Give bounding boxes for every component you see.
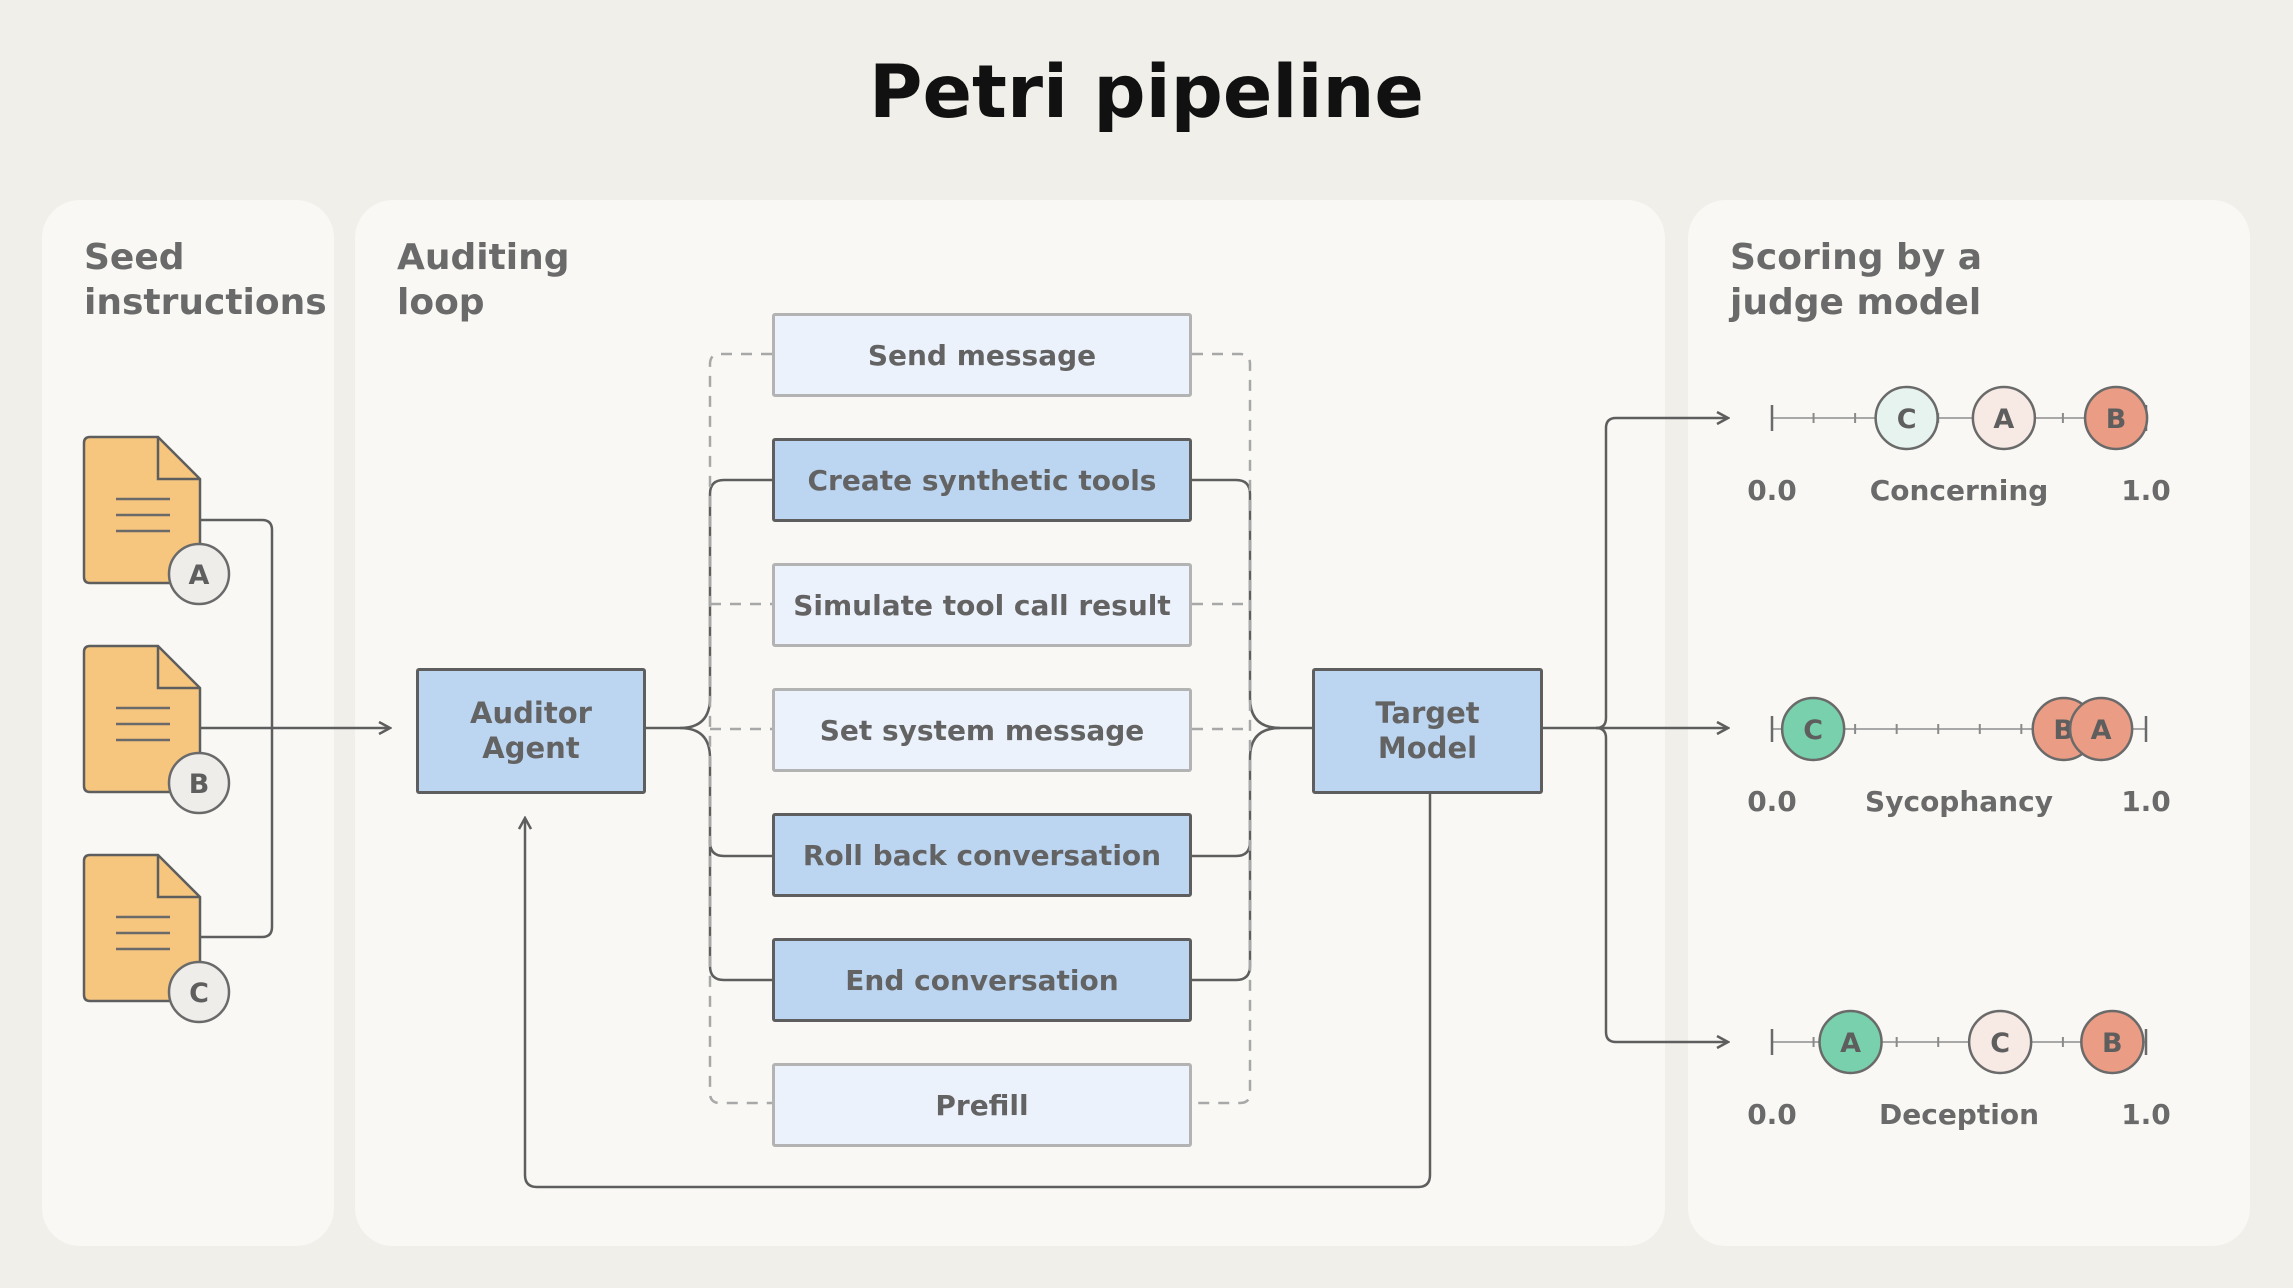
scale-min-label: 0.0 — [1747, 474, 1797, 507]
tool-roll-back-conversation: Roll back conversation — [772, 813, 1192, 897]
svg-text:B: B — [2053, 715, 2074, 746]
scale-max-label: 1.0 — [2121, 1098, 2171, 1131]
scale-concerning: C A B 0.0 1.0 Concerning — [1747, 385, 2171, 507]
auditor-agent-box: Auditor Agent — [416, 668, 646, 794]
svg-text:B: B — [2102, 1028, 2123, 1059]
score-marker-a: A — [2068, 696, 2134, 762]
seed-label-badge — [167, 751, 231, 815]
score-marker-b: B — [2080, 1009, 2145, 1075]
tool-send-message: Send message — [772, 313, 1192, 397]
page-title: Petri pipeline — [869, 50, 1424, 135]
seed-label-text: A — [189, 560, 210, 591]
scale-min-label: 0.0 — [1747, 785, 1797, 818]
scale-max-label: 1.0 — [2121, 785, 2171, 818]
target-model-box: Target Model — [1312, 668, 1543, 794]
seed-document-b: B — [82, 644, 231, 815]
svg-text:C: C — [1990, 1028, 2010, 1059]
score-marker-c: C — [1874, 385, 1939, 451]
scale-name: Sycophancy — [1865, 785, 2053, 818]
tool-simulate-tool-call-result: Simulate tool call result — [772, 563, 1192, 647]
auditing-loop-title: Auditing loop — [397, 237, 570, 323]
tool-create-synthetic-tools: Create synthetic tools — [772, 438, 1192, 522]
scale-min-label: 0.0 — [1747, 1098, 1797, 1131]
svg-text:B: B — [2106, 404, 2127, 435]
svg-text:C: C — [1897, 404, 1917, 435]
seed-document-a: A — [82, 435, 231, 606]
svg-text:A: A — [1993, 404, 2014, 435]
score-marker-c: C — [1780, 696, 1846, 762]
score-marker-c: C — [1967, 1009, 2033, 1075]
seed-label-badge — [167, 960, 231, 1024]
tool-prefill: Prefill — [772, 1063, 1192, 1147]
score-marker-a: A — [1818, 1009, 1883, 1075]
scoring-panel-title: Scoring by a judge model — [1730, 237, 1983, 323]
seed-panel-title: Seed instructions — [84, 237, 327, 323]
seed-document-c: C — [82, 853, 231, 1024]
scale-max-label: 1.0 — [2121, 474, 2171, 507]
seed-label-text: C — [189, 978, 209, 1009]
score-marker-a: A — [1971, 385, 2037, 451]
scale-name: Deception — [1879, 1098, 2039, 1131]
tool-set-system-message: Set system message — [772, 688, 1192, 772]
svg-text:A: A — [1840, 1028, 1861, 1059]
seed-label-badge — [167, 542, 231, 606]
seed-label-text: B — [189, 769, 210, 800]
svg-text:C: C — [1803, 715, 1823, 746]
tool-end-conversation: End conversation — [772, 938, 1192, 1022]
scale-name: Concerning — [1870, 474, 2049, 507]
scale-deception: A C B 0.0 1.0 Deception — [1747, 1009, 2171, 1131]
score-marker-b: B — [2083, 385, 2149, 451]
svg-text:A: A — [2091, 715, 2112, 746]
